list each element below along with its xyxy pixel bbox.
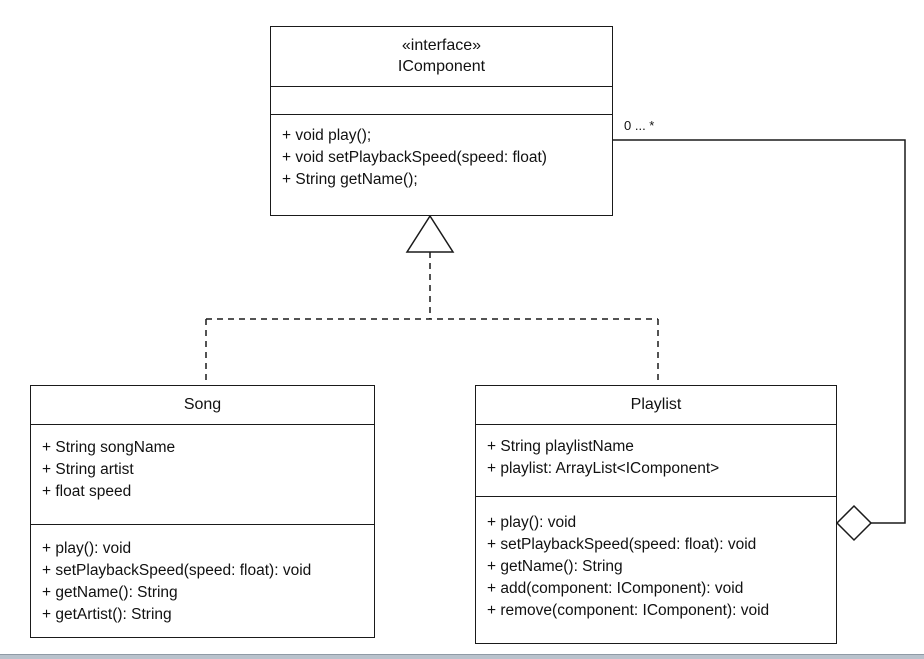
playlist-class-box[interactable]: Playlist + String playlistName + playlis… xyxy=(475,385,837,644)
window-bottom-strip xyxy=(0,654,924,659)
playlist-method: + getName(): String xyxy=(487,558,623,575)
icomponent-attributes-section xyxy=(271,87,612,115)
icomponent-methods-section: + void play(); + void setPlaybackSpeed(s… xyxy=(271,115,612,191)
icomponent-method: + String getName(); xyxy=(282,171,418,188)
playlist-attribute: + playlist: ArrayList<IComponent> xyxy=(487,460,720,477)
song-method: + play(): void xyxy=(42,540,132,557)
icomponent-stereotype: «interface» xyxy=(401,37,482,54)
song-class-box[interactable]: Song + String songName + String artist +… xyxy=(30,385,375,638)
icomponent-method: + void play(); xyxy=(282,127,372,144)
playlist-attribute: + String playlistName xyxy=(487,438,634,455)
playlist-attributes-section: + String playlistName + playlist: ArrayL… xyxy=(476,425,836,497)
playlist-method: + remove(component: IComponent): void xyxy=(487,602,770,619)
song-attribute: + float speed xyxy=(42,483,132,500)
icomponent-name: IComponent xyxy=(397,58,486,75)
playlist-methods-section: + play(): void + setPlaybackSpeed(speed:… xyxy=(476,497,836,622)
song-method: + setPlaybackSpeed(speed: float): void xyxy=(42,562,312,579)
playlist-header: Playlist xyxy=(476,386,836,425)
aggregation-line xyxy=(613,139,906,524)
aggregation-multiplicity: 0 ... * xyxy=(624,118,655,133)
song-class-name: Song xyxy=(183,396,222,413)
song-attribute: + String artist xyxy=(42,461,134,478)
realization-lines xyxy=(205,252,659,385)
playlist-method: + setPlaybackSpeed(speed: float): void xyxy=(487,536,757,553)
playlist-class-name: Playlist xyxy=(630,396,682,413)
song-header: Song xyxy=(31,386,374,425)
playlist-method: + add(component: IComponent): void xyxy=(487,580,744,597)
song-attribute: + String songName xyxy=(42,439,176,456)
song-methods-section: + play(): void + setPlaybackSpeed(speed:… xyxy=(31,525,374,626)
song-method: + getName(): String xyxy=(42,584,178,601)
song-method: + getArtist(): String xyxy=(42,606,172,623)
icomponent-header: «interface» IComponent xyxy=(271,27,612,87)
icomponent-method: + void setPlaybackSpeed(speed: float) xyxy=(282,149,547,166)
playlist-method: + play(): void xyxy=(487,514,577,531)
realization-arrowhead xyxy=(405,214,455,253)
icomponent-interface-box[interactable]: «interface» IComponent + void play(); + … xyxy=(270,26,613,216)
song-attributes-section: + String songName + String artist + floa… xyxy=(31,425,374,525)
aggregation-diamond xyxy=(835,504,873,542)
